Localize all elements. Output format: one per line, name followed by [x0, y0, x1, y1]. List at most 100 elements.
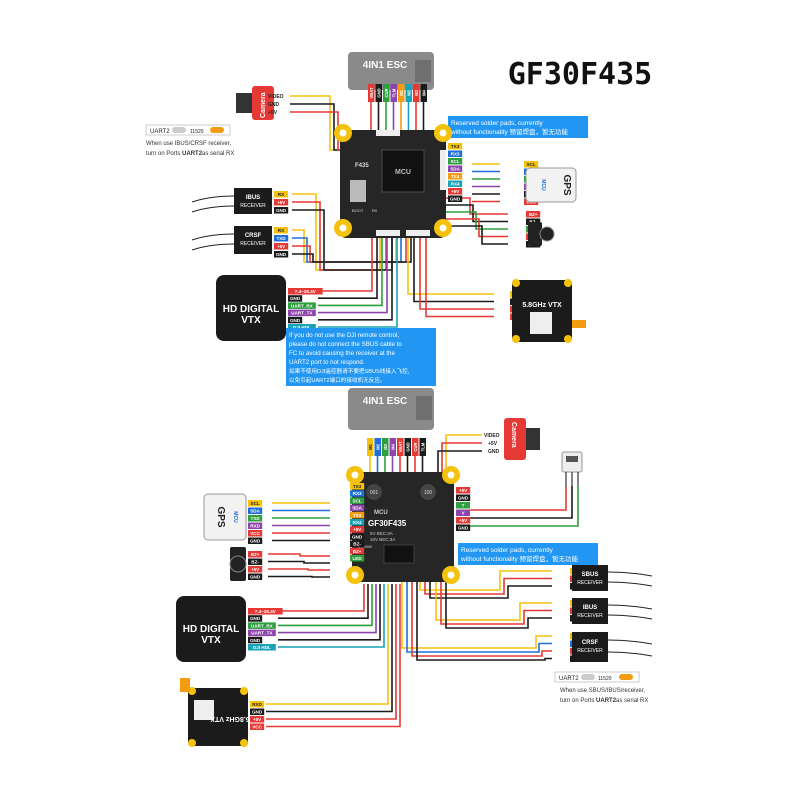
undefined-pin-label: GND [458, 526, 469, 531]
undefined-pin-tag [248, 622, 276, 629]
undefined-pin-label: RX4 [353, 520, 362, 525]
undefined-pin-label: SCL [451, 159, 460, 164]
sbus-body [572, 565, 608, 591]
undefined-pin-tag [288, 288, 323, 295]
undefined-pin-tag [250, 708, 265, 715]
undefined-pin-label: TXD [251, 516, 261, 521]
esc-label: 4IN1 ESC [363, 396, 407, 407]
undefined-pin-tag [448, 195, 463, 202]
esc-pin-label: CUR [413, 442, 418, 451]
undefined-pin-tag [250, 701, 265, 708]
hd-vtx-body [216, 275, 286, 341]
mcu-chip [381, 149, 425, 193]
undefined-pin-label: BZ+ [353, 549, 362, 554]
undefined-pin-label: +5V [251, 567, 260, 572]
wire [278, 584, 369, 619]
undefined-pin-tag [350, 490, 365, 497]
undefined-pin-tag [248, 566, 263, 573]
wire [266, 584, 389, 705]
sbus-name: SBUS [582, 572, 599, 578]
esc-pin-label: M2 [406, 89, 411, 95]
esc-label: 4IN1 ESC [363, 60, 407, 71]
bottom-wires [266, 434, 579, 728]
gps-module [525, 167, 577, 203]
uart-toggle-on-icon [619, 674, 633, 680]
undefined-pin-tag [274, 227, 288, 234]
undefined-pin-label: +5V [277, 244, 286, 249]
wire [292, 236, 407, 263]
camera-pin-video: VIDEO [268, 94, 284, 100]
undefined-pin-tag [274, 199, 289, 206]
sbus-sub: RECEIVER [577, 580, 603, 586]
callout-sbus-line6: 以免引起UART2端口的接收机无反应。 [289, 376, 386, 384]
undefined-pin-label: T [462, 503, 465, 508]
undefined-pin-label: GND [250, 575, 261, 580]
undefined-pin-label: GND [276, 252, 287, 257]
undefined-pin-label: GND [250, 616, 261, 621]
callout-line2: without functionality 预留焊盘，暂无功能 [450, 127, 569, 136]
undefined-pin-tag [248, 537, 263, 544]
dip-b: 100 [424, 490, 433, 496]
esc-board [348, 388, 434, 430]
buzzer-icon [539, 226, 555, 242]
undefined-pin-label: BZ+ [251, 552, 260, 557]
esc-pin-tag [367, 438, 374, 456]
wire [411, 582, 552, 657]
undefined-pin-tag [448, 150, 463, 157]
camera-pin-video: VIDEO [484, 433, 500, 439]
undefined-pin-label: 7.4~26.4V [255, 609, 277, 614]
undefined-pin-label: TX4 [353, 513, 362, 518]
undefined-pin-tag [456, 494, 471, 501]
esc-pin-tag [404, 438, 411, 456]
wire [292, 201, 387, 271]
mcu-model-label: F435 [355, 163, 369, 169]
camera-pin-gnd: GND [488, 449, 500, 455]
esc-pin-tag [368, 84, 375, 102]
wire [429, 582, 552, 599]
uart-note-line2: turn on Ports UART2as serial RX [146, 151, 234, 157]
undefined-pin-tag [274, 243, 289, 250]
gps-brand: MCU [232, 511, 238, 523]
wire [292, 236, 412, 263]
wire [446, 204, 508, 223]
vtx58-antenna-connector [180, 678, 190, 692]
undefined-pin-label: UART_RX [291, 303, 314, 308]
wire [292, 236, 402, 263]
esc-pin-tag [382, 438, 389, 456]
wire [470, 486, 579, 527]
undefined-pin-tag [350, 533, 365, 540]
undefined-pin-tag [248, 558, 263, 565]
undefined-pin-label: SDA [250, 509, 260, 514]
crsf-name: CRSF [582, 640, 599, 646]
uart-note-line1: When use IBUS/CRSF receiver, [146, 141, 231, 147]
wire [266, 584, 393, 713]
undefined-pin-tag [456, 524, 471, 531]
buzzer-icon [229, 555, 247, 573]
wire [318, 238, 393, 321]
esc-pin-tag [375, 84, 382, 102]
undefined-pin-tag [248, 515, 263, 522]
boot-pad: BOOT [352, 208, 364, 213]
wire [441, 442, 482, 478]
board-model: GF30F435 [368, 519, 407, 528]
undefined-pin-tag [448, 188, 463, 195]
esc-pin-label: VBAT [369, 87, 374, 99]
undefined-pin-label: SCL [527, 162, 536, 167]
undefined-pin-label: RX [278, 192, 285, 197]
vtx58-body [512, 280, 572, 342]
uart-toggle-off-icon [172, 127, 186, 133]
undefined-pin-label: VCC [252, 725, 262, 730]
bottom-connector [376, 230, 400, 236]
uart-note-badge-frame [554, 671, 640, 683]
wire [416, 582, 552, 661]
ibus-antenna [607, 604, 653, 620]
callout-sbus-line2: please do not connect the SBUS cable to [289, 341, 402, 348]
vtx58-label: 5.8GHz VTX [210, 715, 250, 722]
wire [318, 238, 373, 292]
side-connector [440, 150, 446, 190]
dip-a: 001 [370, 490, 379, 496]
